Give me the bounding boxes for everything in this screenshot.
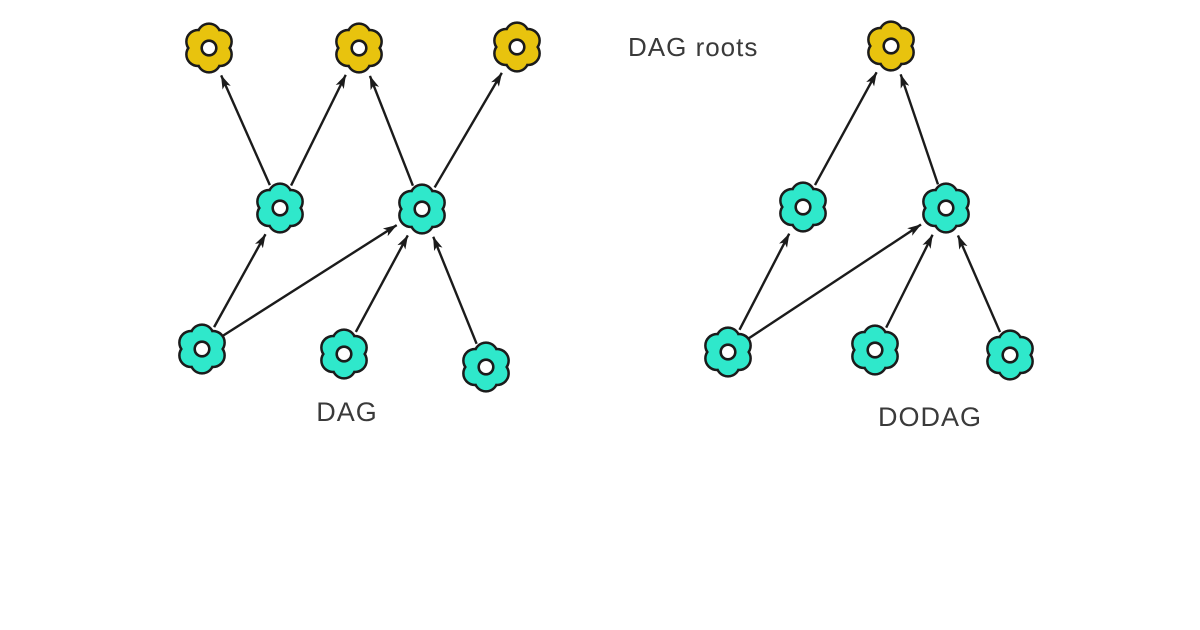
edge-arrow	[813, 71, 878, 186]
flower-node	[851, 324, 899, 376]
flower-node	[462, 341, 510, 393]
flower-node	[256, 182, 304, 234]
dag-graph	[178, 21, 541, 393]
flower-node	[178, 323, 226, 375]
edge-arrow	[220, 74, 271, 186]
edge-arrow	[885, 234, 934, 329]
edge-arrow	[433, 72, 503, 189]
dag-roots-label: DAG roots	[628, 32, 759, 62]
edge-arrow	[213, 233, 267, 328]
flower-node	[986, 329, 1034, 381]
edge-arrow	[956, 235, 1002, 333]
edge-arrow	[368, 75, 415, 187]
dodag-caption: DODAG	[877, 402, 983, 432]
edge-arrow	[432, 236, 478, 345]
flower-node-root	[867, 20, 915, 72]
edge-arrow	[738, 233, 791, 331]
flower-node	[398, 183, 446, 235]
edge-arrow	[222, 224, 398, 337]
edge-arrow	[899, 73, 940, 185]
flower-node	[704, 326, 752, 378]
flower-node	[922, 182, 970, 234]
flower-node-root	[493, 21, 541, 73]
flower-node-root	[185, 22, 233, 74]
flower-node	[320, 328, 368, 380]
dag-caption: DAG	[316, 397, 378, 427]
edge-arrow	[289, 74, 347, 187]
edge-arrow	[748, 223, 922, 340]
flower-node	[779, 181, 827, 233]
edge-arrow	[354, 234, 409, 333]
dodag-graph	[704, 20, 1034, 381]
flower-node-root	[335, 22, 383, 74]
